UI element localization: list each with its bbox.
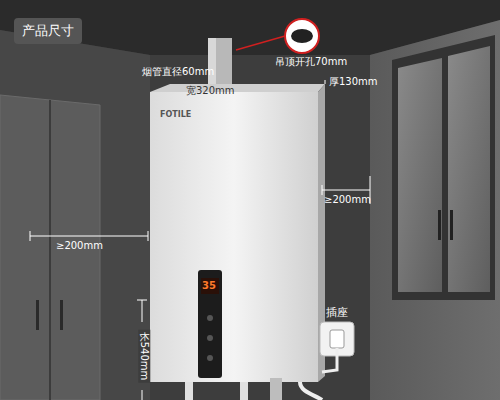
clearance-dimension: ≥200mm: [324, 194, 371, 206]
socket-label: 插座: [326, 306, 348, 319]
heading-text: 产品尺寸: [22, 22, 74, 40]
brand-logo: FOTILE: [160, 110, 191, 120]
width-dimension: 宽320mm: [186, 85, 235, 97]
clearance-dimension: ≥200mm: [56, 240, 103, 252]
hole-dimension: 吊顶开孔70mm: [275, 56, 347, 68]
heading-box: 产品尺寸: [14, 18, 82, 44]
depth-dimension: 厚130mm: [329, 76, 378, 88]
display-digits: 35: [202, 280, 216, 292]
height-dimension: 长540mm: [138, 330, 150, 383]
pipe-dimension: 烟管直径60mm: [142, 66, 214, 78]
